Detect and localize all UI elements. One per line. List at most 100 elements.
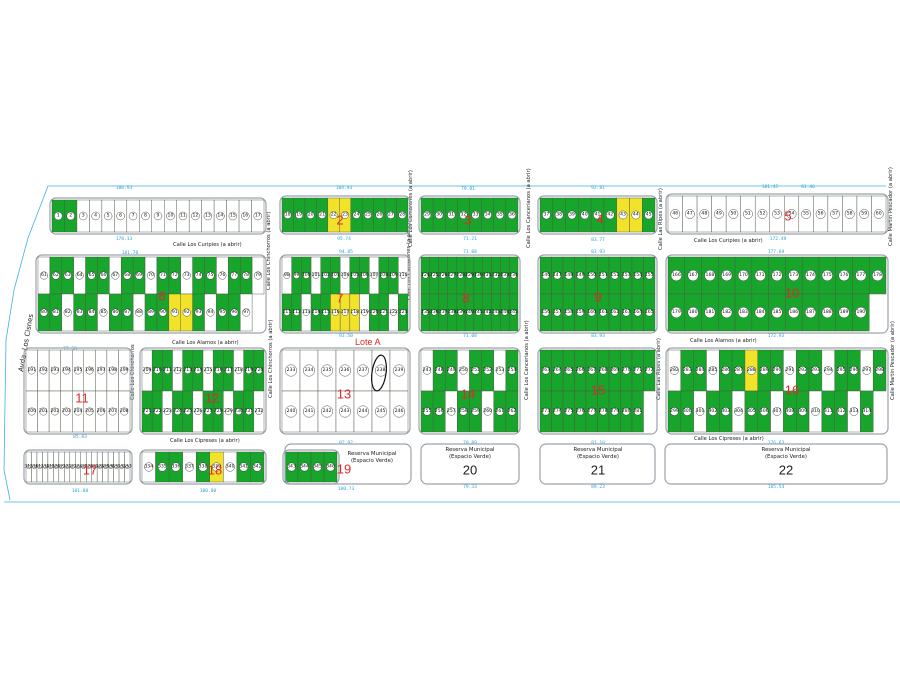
lot-23-marker	[341, 211, 349, 219]
lot-216-marker	[214, 367, 222, 374]
lot-119-number: 119	[360, 309, 369, 315]
lot-78-marker	[242, 271, 251, 280]
reserve-20-line2: (Espacio Verde)	[449, 454, 491, 460]
lot-151-marker	[599, 271, 608, 280]
lot-60-marker	[873, 209, 884, 219]
lot-117-number: 117	[341, 309, 350, 315]
lot-194-number: 194	[62, 367, 71, 373]
lot-87-marker	[123, 308, 132, 317]
lot-175-marker	[821, 269, 833, 282]
lot-62-number: 62	[53, 272, 59, 278]
lot-335-number: 335	[158, 464, 167, 470]
block-10-outline	[665, 254, 889, 334]
lot-330-marker	[108, 465, 113, 469]
block-14-outline	[418, 347, 521, 435]
lot-138-number: 138	[447, 309, 456, 315]
lot-144-number: 144	[500, 309, 509, 315]
block-label-22: 22	[779, 463, 793, 478]
lot-125-number: 125	[430, 272, 439, 278]
lot-211-number: 211	[163, 367, 172, 373]
lot-164-marker	[633, 308, 642, 317]
lot-277-marker	[587, 407, 596, 416]
lot-118-number: 118	[350, 309, 359, 315]
lot-114-number: 114	[312, 309, 321, 315]
street-cipreses-west: Calle Los Cipreses (a abrir)	[170, 438, 240, 444]
lot-178-marker	[872, 269, 884, 282]
lot-239-number: 239	[395, 367, 404, 373]
lot-344-marker	[300, 462, 309, 472]
lot-328-number: 328	[96, 464, 105, 470]
lot-142-marker	[484, 309, 491, 316]
lot-285-number: 285	[708, 367, 717, 373]
street-camarones-1: Calle Los Camarones (a abrir)	[408, 170, 414, 247]
reserve-blocks: Reserva Municipal (Espacio Verde) 19 Res…	[284, 443, 888, 485]
lot-71-marker	[158, 271, 167, 280]
lot-197-marker	[97, 366, 106, 375]
street-chinchorros-3: Calle Los Chinchorros	[130, 344, 136, 400]
lot-325-number: 325	[79, 464, 88, 470]
lot-251-marker	[471, 366, 480, 375]
lot-258-number: 258	[459, 408, 468, 414]
lot-212-number: 212	[173, 367, 182, 373]
lot-32-number: 32	[461, 212, 467, 218]
lot-301-marker	[695, 407, 705, 416]
lot-184-marker	[754, 306, 766, 319]
lot-17-marker	[253, 211, 262, 221]
lot-93-number: 93	[196, 309, 202, 315]
lot-310-marker	[811, 407, 820, 416]
lot-28-marker	[398, 211, 407, 219]
lot-50-number: 50	[730, 211, 736, 217]
lot-336-number: 336	[171, 464, 180, 470]
lot-290-number: 290	[773, 367, 782, 373]
lot-221-marker	[143, 408, 151, 415]
lot-118-marker	[351, 309, 358, 316]
lot-13-number: 13	[205, 213, 211, 219]
lot-33-marker	[471, 210, 480, 220]
lot-107-marker	[370, 272, 378, 279]
lot-236-number: 236	[341, 367, 350, 373]
lot-55-marker	[801, 209, 811, 219]
lot-321-number: 321	[57, 464, 66, 470]
block-8-outline	[418, 254, 521, 334]
lot-170-marker	[737, 269, 750, 282]
reserve-19-line2: (Espacio Verde)	[351, 458, 393, 464]
lot-226-marker	[194, 408, 202, 415]
lot-130-marker	[475, 272, 482, 279]
lot-26-marker	[375, 211, 384, 219]
dim-r3-2: 94.85	[339, 249, 353, 255]
lot-121-marker	[380, 309, 388, 316]
lot-250-number: 250	[459, 367, 468, 373]
lot-335-marker	[157, 462, 167, 472]
lot-206-number: 206	[97, 408, 106, 414]
street-alamos-east: Calle Los Alamos (a abrir)	[690, 338, 757, 344]
lot-231-marker	[245, 408, 253, 415]
lot-200-number: 200	[27, 408, 36, 414]
lot-99-marker	[293, 272, 300, 279]
lot-92-number: 92	[184, 309, 190, 315]
lot-218-marker	[235, 367, 243, 374]
block-11-outline	[23, 347, 133, 435]
lot-58-number: 58	[847, 211, 853, 217]
lot-341-number: 341	[239, 464, 248, 470]
lot-148-number: 148	[564, 272, 573, 278]
lot-124-marker	[422, 272, 429, 279]
lot-252-marker	[483, 366, 492, 375]
lot-105-number: 105	[350, 272, 359, 278]
lot-34-number: 34	[485, 212, 491, 218]
reserve-19-outline	[284, 443, 412, 485]
lot-202-marker	[50, 407, 59, 416]
lot-189-number: 189	[840, 309, 849, 315]
lot-286-marker	[721, 366, 731, 375]
lot-187-number: 187	[806, 309, 815, 315]
lot-124-number: 124	[421, 272, 430, 278]
lot-227-number: 227	[204, 408, 213, 414]
lot-158-marker	[564, 308, 573, 317]
lot-224-number: 224	[173, 408, 182, 414]
lot-26-number: 26	[376, 212, 382, 218]
lot-323-marker	[70, 465, 75, 469]
lot-225-number: 225	[183, 408, 192, 414]
lot-3-number: 3	[82, 213, 85, 219]
lot-294-number: 294	[824, 367, 833, 373]
lot-96-number: 96	[231, 309, 237, 315]
lot-215-number: 215	[204, 367, 213, 373]
